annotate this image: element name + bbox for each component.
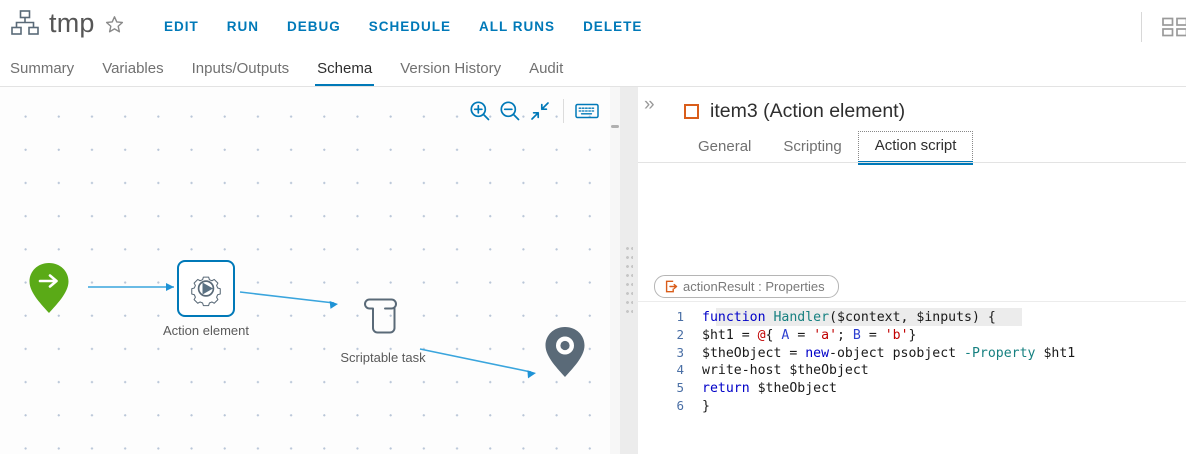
all-runs-button[interactable]: ALL RUNS [479,19,556,34]
action-element-label: Action element [163,323,249,338]
output-binding-icon [665,280,678,293]
tab-audit[interactable]: Audit [529,60,564,77]
schedule-button[interactable]: SCHEDULE [368,19,452,34]
schema-canvas-panel[interactable]: Action element Scriptable task [0,87,620,454]
delete-button[interactable]: DELETE [583,19,643,34]
code-line[interactable]: 5 return $theObject [638,379,1186,397]
debug-button[interactable]: DEBUG [287,19,341,34]
panel-tab-action-script[interactable]: Action script [857,131,974,165]
main-split: Action element Scriptable task [0,87,1186,454]
edit-button[interactable]: EDIT [164,19,199,34]
panel-tab-general[interactable]: General [698,138,752,155]
chip-divider [638,301,1186,302]
canvas-toolbar-divider [563,99,564,123]
zoom-in-icon[interactable] [465,96,495,126]
tab-schema[interactable]: Schema [303,54,386,87]
star-icon[interactable] [104,11,125,35]
tab-bar-divider [0,86,1186,87]
code-body[interactable]: 1 function Handler($context, $inputs) { 2 $… [638,302,1186,415]
action-script-editor[interactable]: 1 function Handler($context, $inputs) { 2 $… [638,302,1186,454]
keyboard-shortcuts-icon[interactable] [572,96,602,126]
action-result-chip-label: actionResult : Properties [683,279,825,294]
tab-summary[interactable]: Summary [10,60,75,77]
scriptable-task-label: Scriptable task [340,350,426,365]
code-line[interactable]: 4 write-host $theObject [638,361,1186,379]
panel-splitter[interactable] [620,87,638,454]
canvas-vertical-scrollbar[interactable] [610,87,620,454]
top-bar: tmp EDIT RUN DEBUG SCHEDULE ALL RUNS DEL… [0,0,1186,54]
code-line[interactable]: 1 function Handler($context, $inputs) { [638,308,1186,326]
line-number: 4 [676,362,684,378]
code-text: } [702,398,710,414]
splitter-grip-icon [625,244,633,314]
scriptable-task-node[interactable] [360,292,406,342]
action-element-square-icon [684,104,699,119]
chevron-double-right-icon[interactable]: » [644,94,655,115]
line-number: 3 [676,344,684,360]
line-number: 2 [676,326,684,342]
tab-bar: Summary Variables Inputs/Outputs Schema … [0,54,1186,87]
code-line[interactable]: 2 $ht1 = @{ A = 'a'; B = 'b'} [638,326,1186,344]
workflow-hierarchy-icon [10,8,40,38]
schema-canvas-grid[interactable] [0,87,620,454]
fit-to-screen-icon[interactable] [525,96,555,126]
toolbar-divider [1141,12,1142,42]
code-active-line-highlight [716,308,1022,326]
code-text: $ht1 = @{ A = 'a'; B = 'b'} [702,327,917,343]
zoom-out-icon[interactable] [495,96,525,126]
action-element-node[interactable] [177,260,235,317]
canvas-toolbar [465,96,602,126]
action-result-chip[interactable]: actionResult : Properties [654,275,839,298]
code-line[interactable]: 6} [638,397,1186,415]
grid-layout-icon[interactable] [1162,16,1186,38]
panel-title: item3 (Action element) [710,100,906,122]
panel-tab-divider [638,162,1186,163]
workflow-diagram: Action element Scriptable task [0,87,620,454]
line-number: 6 [676,397,684,413]
code-text: write-host $theObject [702,363,869,379]
page-title: tmp [49,8,95,38]
tab-variables[interactable]: Variables [102,60,164,77]
code-text: return $theObject [702,381,837,397]
code-text: function Handler($context, $inputs) { [702,310,996,325]
brand: tmp [10,8,125,38]
tab-inputs-outputs[interactable]: Inputs/Outputs [191,60,290,77]
start-node[interactable] [28,262,70,314]
action-buttons: EDIT RUN DEBUG SCHEDULE ALL RUNS DELETE [159,19,656,34]
line-number: 5 [676,380,684,396]
panel-tab-bar: General Scripting Action script [682,131,974,165]
run-button[interactable]: RUN [226,19,260,34]
panel-tab-scripting[interactable]: Scripting [783,138,842,155]
panel-header: item3 (Action element) [684,100,905,123]
end-node[interactable] [544,326,586,378]
canvas-scroll-thumb[interactable] [611,125,619,128]
code-text: $theObject = new-object psobject -Proper… [702,345,1076,361]
tab-version-history[interactable]: Version History [400,60,502,77]
code-line[interactable]: 3 $theObject = new-object psobject -Prope… [638,344,1186,362]
line-number: 1 [676,309,684,324]
